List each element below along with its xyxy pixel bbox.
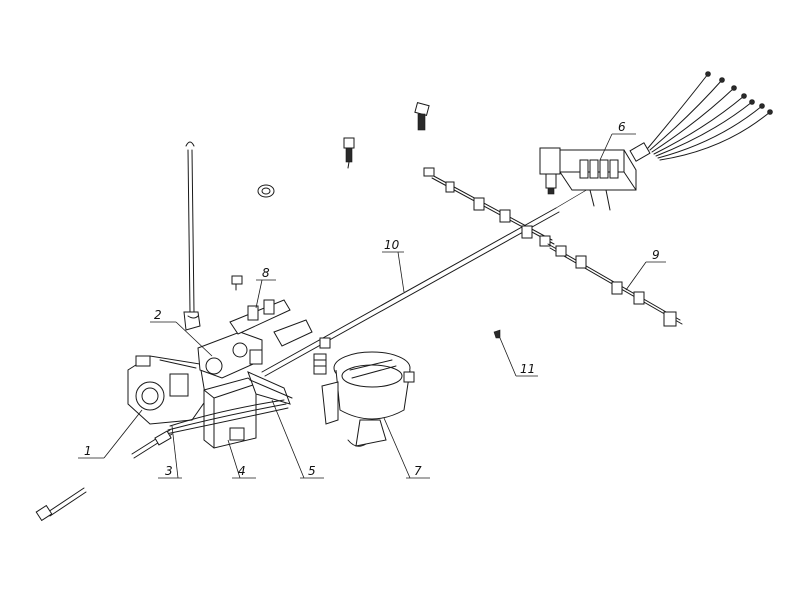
tank-part-4	[203, 377, 257, 449]
nozzle-line-part-9	[547, 243, 683, 327]
connector-part-5	[165, 371, 293, 435]
callout-6: 6	[618, 120, 626, 134]
fitting-cluster-part-2	[197, 331, 263, 379]
detached-hose-end	[35, 487, 87, 522]
fitting-small-top-2	[414, 102, 430, 131]
callout-labels: 1 2 3 4 5 6 7 8 9 10 11	[84, 120, 660, 478]
wire-bundle-top-right	[629, 71, 773, 162]
callout-8: 8	[262, 266, 270, 280]
callout-leaders	[78, 133, 666, 479]
valve-block-part-6	[539, 147, 637, 211]
hose-part-8	[229, 299, 313, 347]
filter-bowl-part-7	[321, 351, 415, 447]
callout-9: 9	[652, 248, 660, 262]
callout-3: 3	[165, 464, 173, 478]
spring-fitting	[313, 337, 331, 375]
vertical-rod	[183, 141, 201, 331]
callout-4: 4	[238, 464, 246, 478]
callout-7: 7	[414, 464, 422, 478]
callout-5: 5	[308, 464, 316, 478]
callout-11: 11	[520, 362, 535, 376]
callout-1: 1	[84, 444, 92, 458]
callout-10: 10	[384, 238, 400, 252]
cable-part-3	[131, 429, 173, 459]
pump-assembly-part-1	[127, 355, 207, 425]
fitting-small-top-1	[343, 137, 355, 169]
nozzle-line-upper	[423, 167, 555, 247]
main-pipe-part-10	[261, 181, 601, 377]
small-part-11	[493, 329, 501, 339]
callout-2: 2	[154, 308, 162, 322]
nut-fitting	[257, 184, 275, 198]
small-connector	[231, 275, 243, 291]
